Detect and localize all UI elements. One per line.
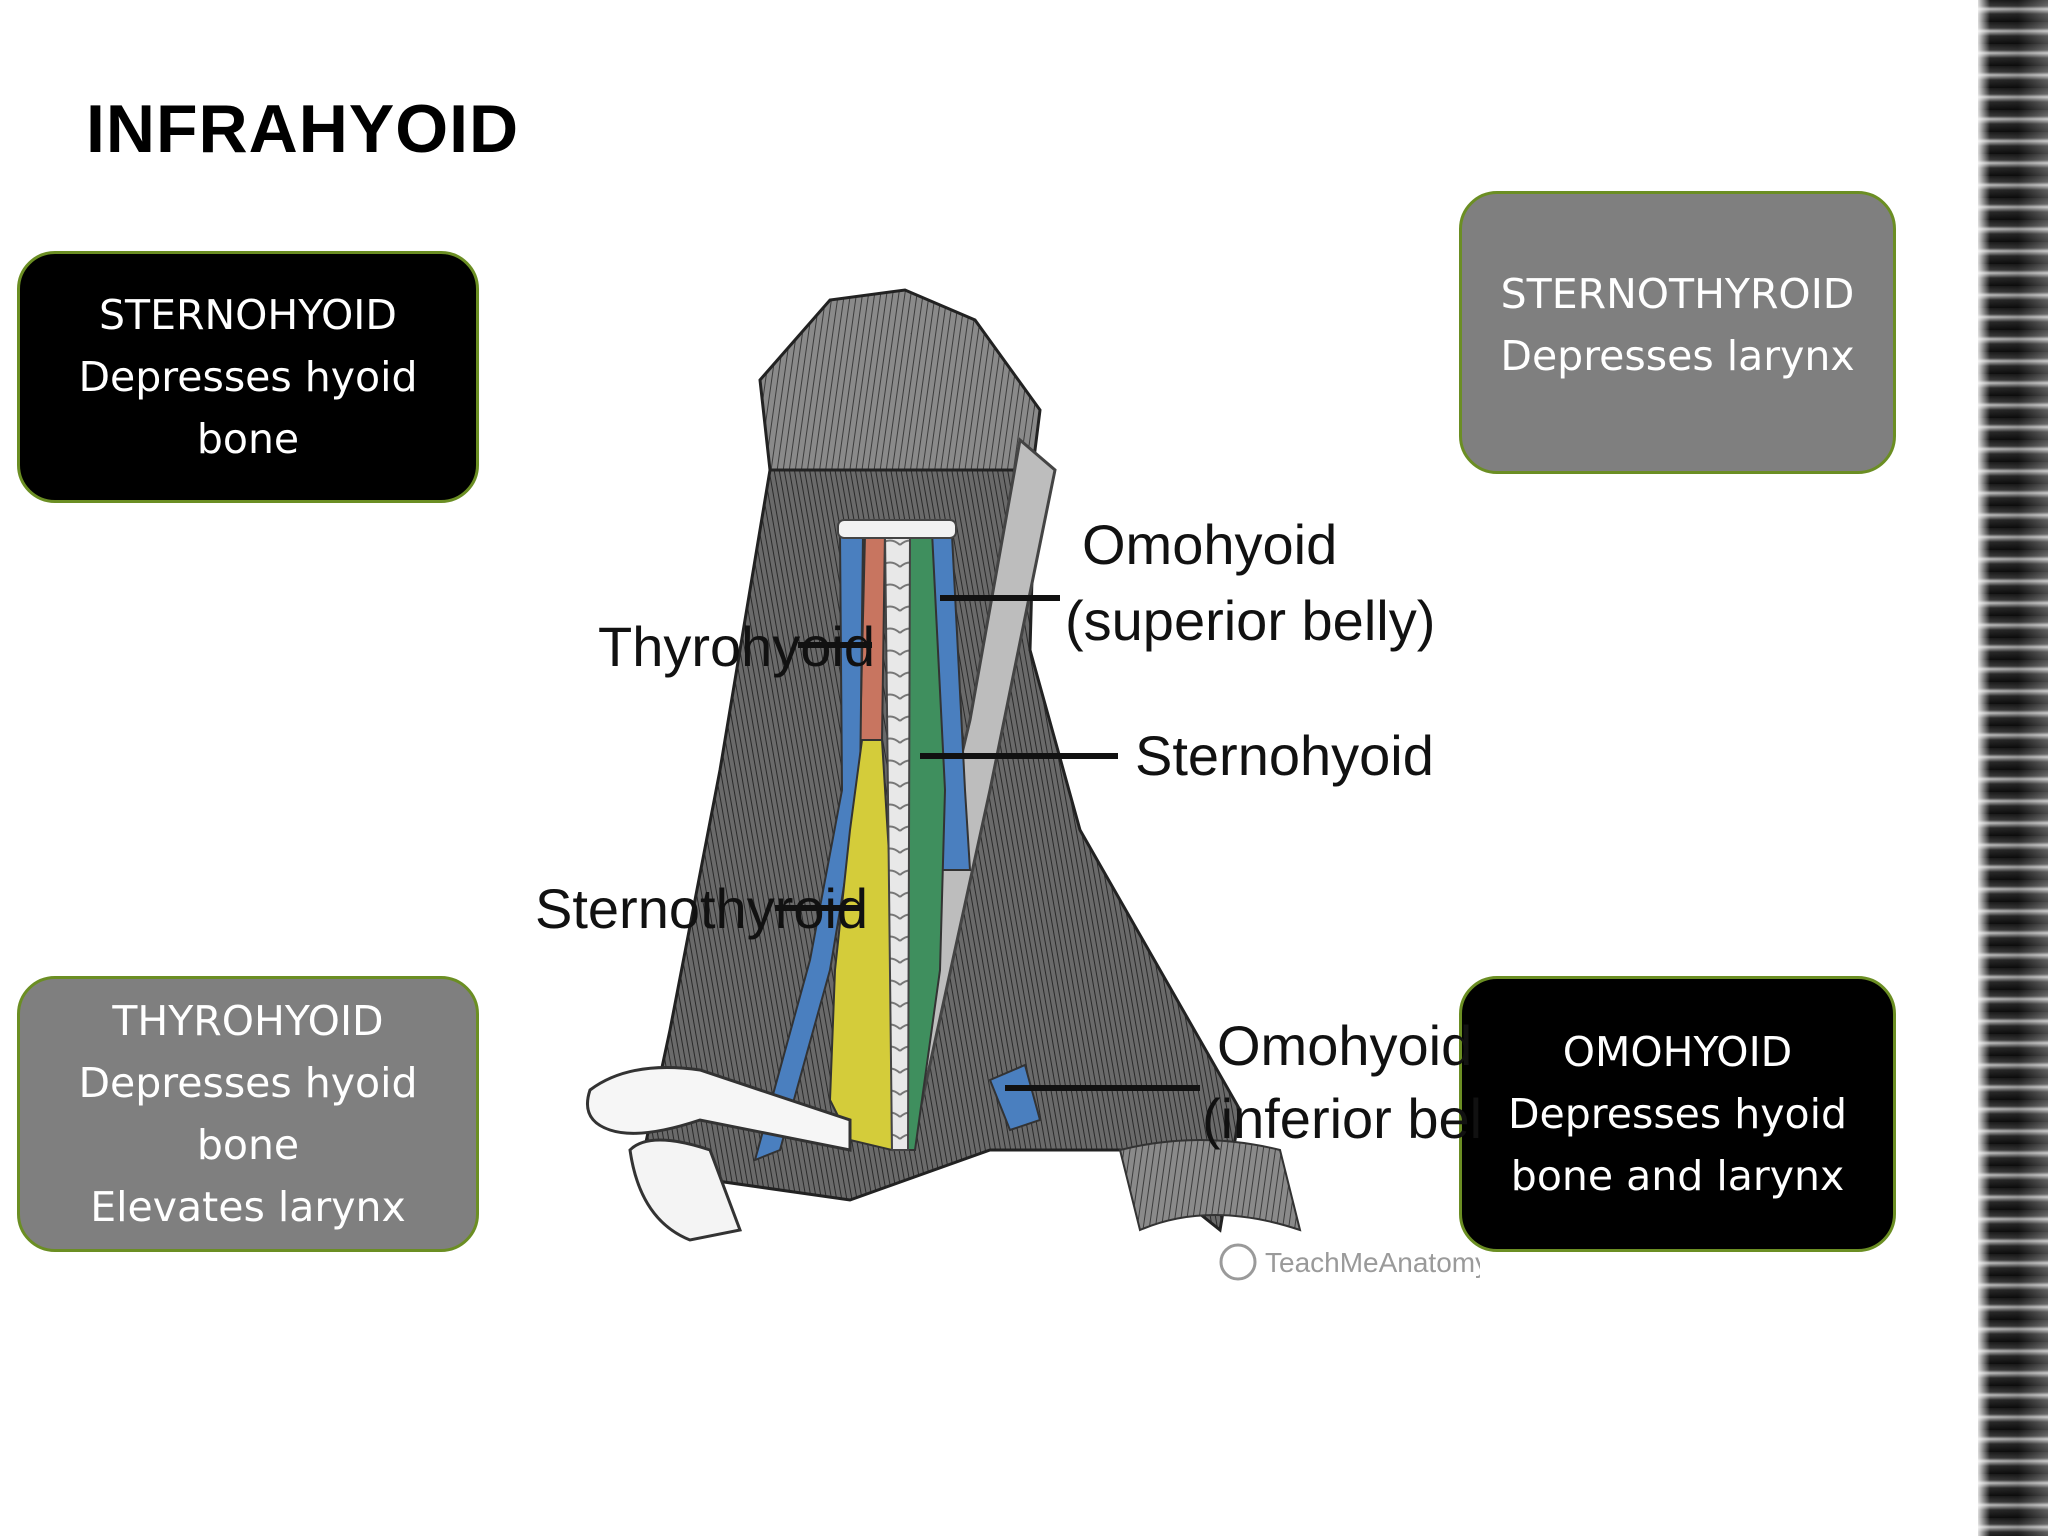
page-title: INFRAHYOID <box>86 91 520 167</box>
box-line: Elevates larynx <box>90 1183 406 1231</box>
label-omohyoid-inferior-belly: (inferior belly) <box>1202 1087 1480 1150</box>
watermark-text: TeachMeAnatomy <box>1265 1247 1480 1278</box>
omohyoid-box: OMOHYOID Depresses hyoid bone and larynx <box>1459 976 1896 1252</box>
clavicle <box>586 1066 852 1152</box>
shoulder-muscles <box>1118 1139 1302 1232</box>
label-omohyoid-superior-belly: (superior belly) <box>1065 589 1435 652</box>
thyrohyoid-box: THYROHYOID Depresses hyoid bone Elevates… <box>17 976 479 1252</box>
label-thyrohyoid: Thyrohyoid <box>598 615 875 678</box>
neck-muscles-illustration: Omohyoid (superior belly) Thyrohyoid Ste… <box>535 288 1480 1281</box>
box-heading: STERNOHYOID <box>99 291 397 339</box>
label-sternothyroid: Sternothyroid <box>535 877 868 940</box>
box-line: Depresses hyoid <box>78 353 418 401</box>
label-omohyoid-superior: Omohyoid <box>1082 513 1337 576</box>
box-line: bone <box>196 1121 300 1169</box>
sternothyroid-box: STERNOTHYROID Depresses larynx <box>1459 191 1896 474</box>
sternohyoid-box: STERNOHYOID Depresses hyoid bone <box>17 251 479 503</box>
box-line: Depresses hyoid <box>1507 1090 1848 1138</box>
box-heading: STERNOTHYROID <box>1500 269 1855 318</box>
copyright-icon <box>1219 1243 1257 1281</box>
hyoid-bone <box>837 519 957 539</box>
box-line: Depresses larynx <box>1500 331 1855 380</box>
box-line: bone <box>196 415 300 463</box>
omohyoid-inferior-belly <box>988 1063 1042 1132</box>
omohyoid-superior-belly-left <box>753 534 865 1162</box>
first-rib <box>628 1138 743 1242</box>
box-line: Depresses hyoid <box>78 1059 418 1107</box>
slide-edge-shade <box>1978 0 2048 1536</box>
box-heading: THYROHYOID <box>112 997 384 1045</box>
box-heading: OMOHYOID <box>1562 1028 1793 1076</box>
box-line: bone and larynx <box>1510 1152 1845 1200</box>
label-sternohyoid: Sternohyoid <box>1135 724 1434 787</box>
label-omohyoid-inferior: Omohyoid <box>1217 1014 1472 1077</box>
